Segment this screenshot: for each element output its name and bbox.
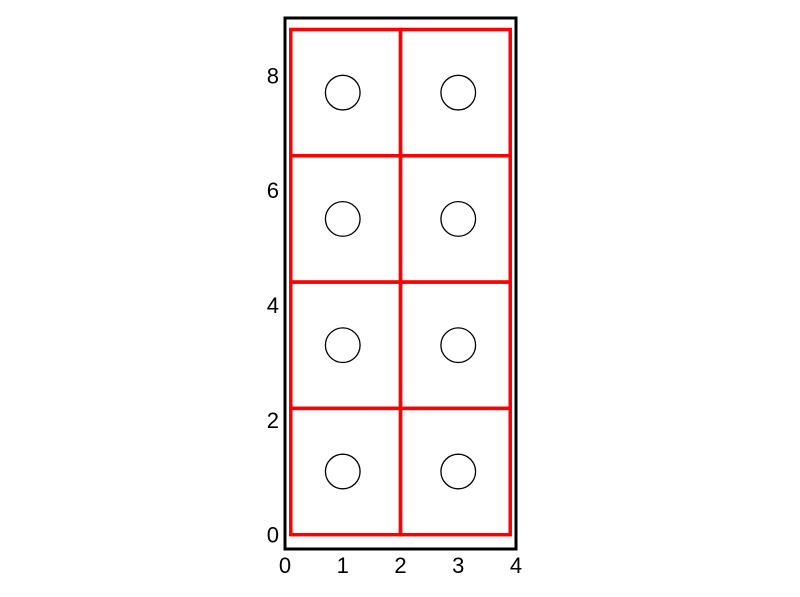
y-axis-ticks: 0 2 4 6 8 bbox=[267, 63, 279, 547]
circle-marker-6 bbox=[440, 200, 477, 237]
circle-marker-3 bbox=[324, 327, 361, 364]
circle-marker-5 bbox=[324, 200, 361, 237]
grid-cell-3 bbox=[289, 280, 403, 411]
grid-cell-5 bbox=[289, 154, 403, 284]
x-tick-label-4: 4 bbox=[510, 553, 522, 578]
y-tick-label-6: 6 bbox=[267, 178, 279, 203]
circle-marker-2 bbox=[440, 453, 477, 490]
grid-cell-6 bbox=[398, 154, 512, 284]
x-tick-label-2: 2 bbox=[394, 553, 406, 578]
x-axis-ticks: 0 1 2 3 4 bbox=[279, 553, 522, 578]
circle-marker-1 bbox=[324, 453, 361, 490]
circle-marker-7 bbox=[324, 74, 361, 111]
grid-cell-1 bbox=[289, 406, 403, 537]
plot-frame bbox=[283, 16, 518, 551]
circles-layer bbox=[324, 74, 477, 490]
y-tick-label-8: 8 bbox=[267, 63, 279, 88]
y-tick-label-0: 0 bbox=[267, 523, 279, 548]
x-tick-label-3: 3 bbox=[452, 553, 464, 578]
cells-layer bbox=[289, 27, 512, 537]
x-tick-label-1: 1 bbox=[337, 553, 349, 578]
grid-cell-4 bbox=[398, 280, 512, 411]
y-tick-label-2: 2 bbox=[267, 408, 279, 433]
circle-marker-8 bbox=[440, 74, 477, 111]
y-tick-label-4: 4 bbox=[267, 293, 279, 318]
circle-marker-4 bbox=[440, 327, 477, 364]
grid-cell-2 bbox=[398, 406, 512, 537]
grid-cell-7 bbox=[289, 27, 403, 158]
grid-cell-8 bbox=[398, 27, 512, 158]
x-tick-label-0: 0 bbox=[279, 553, 291, 578]
